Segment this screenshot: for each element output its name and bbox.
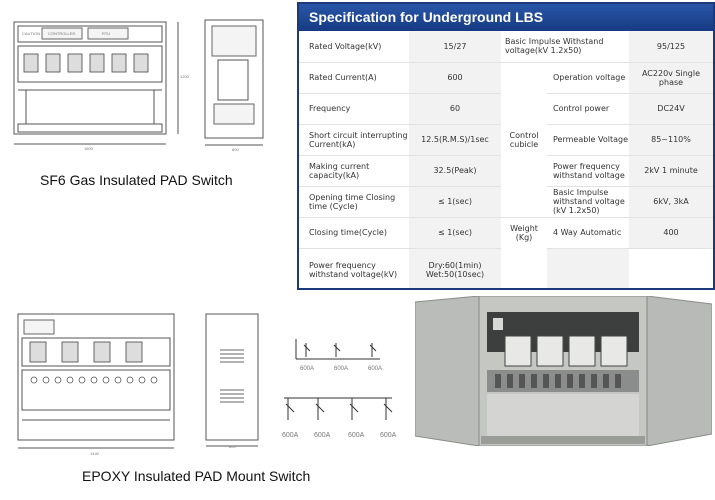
sf6-front-panel-label-left: CAUTION xyxy=(22,31,40,36)
diagram-top-label: 600A xyxy=(300,366,315,372)
spec-value: 600 xyxy=(409,62,501,94)
control-cubicle-group-label: Control cubicle xyxy=(501,62,547,218)
sf6-front-panel-label-2: RTU xyxy=(102,31,111,36)
single-line-diagram-top xyxy=(295,339,380,360)
spec-value: 60 xyxy=(409,93,501,125)
epoxy-front-width-dim: 1440 xyxy=(90,451,99,456)
spec-value: 32.5(Peak) xyxy=(409,155,501,187)
spec-value: 400 xyxy=(629,217,713,249)
spec-table-panel: Specification for Underground LBS Rated … xyxy=(297,2,715,290)
spec-label: Frequency xyxy=(299,93,409,125)
spec-value: 12.5(R.M.S)/1sec xyxy=(409,124,501,156)
sf6-front-width-dim: 1600 xyxy=(84,146,93,151)
spec-value: Dry:60(1min) Wet:50(10sec) xyxy=(409,248,501,288)
diagram-bottom-label: 600A xyxy=(380,432,397,439)
spec-label: Permeable Voltage xyxy=(547,124,629,156)
sf6-front-panel-label-1: CONTROLLER xyxy=(48,31,76,36)
spec-label: Making current capacity(kA) xyxy=(299,155,409,187)
diagram-bottom-label: 600A xyxy=(314,432,331,439)
spec-value: ≤ 1(sec) xyxy=(409,217,501,249)
diagram-top-label: 600A xyxy=(368,366,383,372)
spec-label: Closing time(Cycle) xyxy=(299,217,409,249)
epoxy-front-drawing xyxy=(17,313,175,449)
table-row: Rated Voltage(kV) 15/27 Basic Impulse Wi… xyxy=(299,31,713,63)
epoxy-side-width-dim: 800 xyxy=(229,444,236,449)
table-row: Rated Current(A) 600 Control cubicle Ope… xyxy=(299,62,713,218)
spec-value: 95/125 xyxy=(629,31,713,63)
spec-label: Power frequency withstand voltage(kV) xyxy=(299,248,409,288)
spec-label: Rated Voltage(kV) xyxy=(299,31,409,63)
diagram-bottom-label: 600A xyxy=(282,432,299,439)
switchgear-photo xyxy=(415,296,712,446)
spec-label: 4 Way Automatic xyxy=(547,217,629,249)
spec-value: 15/27 xyxy=(409,31,501,63)
weight-group-label: Weight (Kg) xyxy=(501,217,547,288)
spec-value: AC220v Single phase xyxy=(629,62,713,94)
sf6-side-drawing xyxy=(204,19,264,146)
spec-label: Opening time Closing time (Cycle) xyxy=(299,186,409,218)
table-row: Frequency 60 Control power DC24V xyxy=(299,93,713,125)
sf6-caption: SF6 Gas Insulated PAD Switch xyxy=(40,172,233,188)
spec-value: 6kV, 3kA xyxy=(629,186,713,218)
spec-label: Rated Current(A) xyxy=(299,62,409,94)
spec-value: 85~110% xyxy=(629,124,713,156)
spec-label: Operation voltage xyxy=(547,62,629,94)
spec-value: 2kV 1 minute xyxy=(629,155,713,187)
single-line-diagram-bottom xyxy=(284,397,393,420)
table-row: Power frequency withstand voltage(kV) Dr… xyxy=(299,248,713,288)
sf6-side-width-dim: 800 xyxy=(232,147,239,152)
epoxy-side-drawing xyxy=(205,313,259,447)
spec-value: DC24V xyxy=(629,93,713,125)
spec-label: Power frequency withstand voltage xyxy=(547,155,629,187)
diagram-top-label: 600A xyxy=(334,366,349,372)
empty-cell xyxy=(547,248,629,288)
empty-cell xyxy=(629,248,713,288)
table-row: Making current capacity(kA) 32.5(Peak) P… xyxy=(299,155,713,187)
table-row: Closing time(Cycle) ≤ 1(sec) Weight (Kg)… xyxy=(299,217,713,288)
spec-label: Basic Impulse Withstand voltage(kV 1.2x5… xyxy=(501,31,629,63)
sf6-front-drawing xyxy=(13,21,179,145)
epoxy-caption: EPOXY Insulated PAD Mount Switch xyxy=(82,468,311,484)
spec-table: Rated Voltage(kV) 15/27 Basic Impulse Wi… xyxy=(299,31,713,288)
spec-label: Short circuit interrupting Current(kA) xyxy=(299,124,409,156)
table-row: Short circuit interrupting Current(kA) 1… xyxy=(299,124,713,156)
sf6-front-height-dim: 1200 xyxy=(180,74,189,79)
diagram-bottom-label: 600A xyxy=(348,432,365,439)
spec-label: Basic Impulse withstand voltage (kV 1.2x… xyxy=(547,186,629,218)
spec-value: ≤ 1(sec) xyxy=(409,186,501,218)
spec-table-title: Specification for Underground LBS xyxy=(299,4,713,31)
table-row: Opening time Closing time (Cycle) ≤ 1(se… xyxy=(299,186,713,218)
spec-label: Control power xyxy=(547,93,629,125)
